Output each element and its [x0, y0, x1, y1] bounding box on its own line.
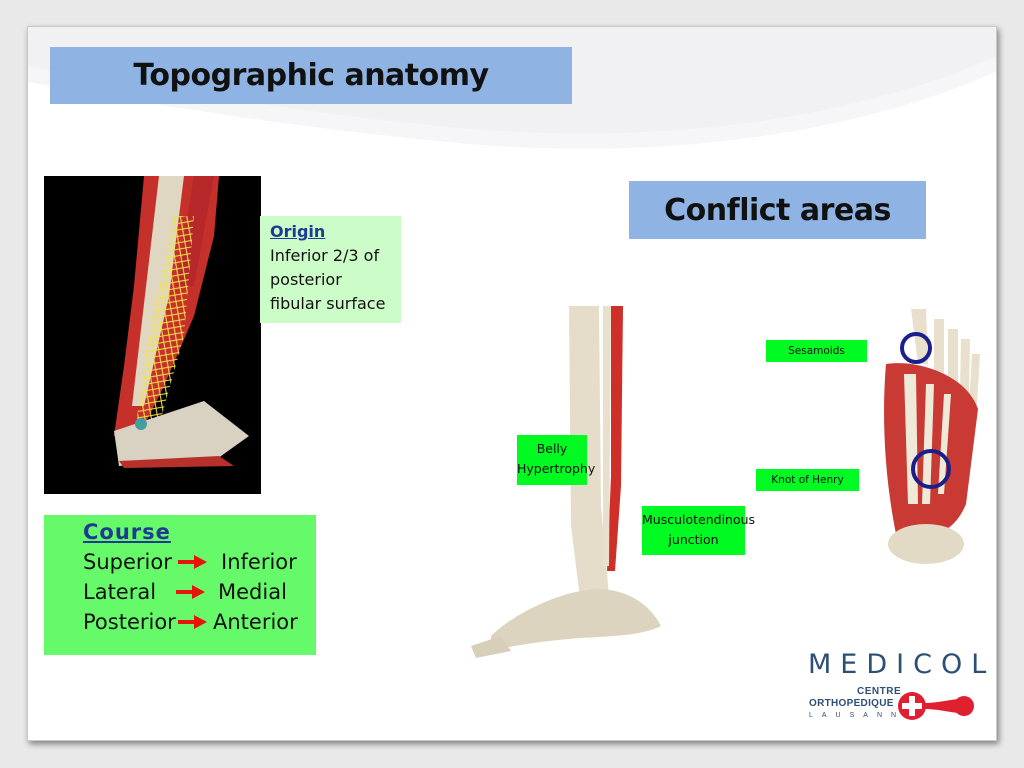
red-arrow-icon — [178, 555, 207, 569]
leg-muscle-image — [114, 176, 249, 468]
foot-plantar-image — [884, 309, 980, 564]
origin-line: fibular surface — [270, 294, 386, 313]
course-to: Medial — [218, 580, 287, 604]
sesamoids-label: Sesamoids — [766, 340, 867, 362]
course-heading: Course — [83, 520, 171, 544]
leg-origin-illustration — [44, 176, 261, 494]
course-row: Superior Inferior — [83, 547, 316, 577]
logo-line: CENTRE — [857, 686, 902, 697]
label-line: junction — [668, 532, 719, 547]
logo-line: ORTHOPEDIQUE — [809, 698, 894, 709]
logo-line: LAUSANNE — [809, 712, 919, 719]
page-title: Topographic anatomy — [133, 58, 489, 93]
label-line: Hypertrophy — [517, 461, 596, 476]
course-to: Anterior — [213, 610, 298, 634]
course-row: Lateral Medial — [83, 577, 316, 607]
red-arrow-icon — [178, 615, 207, 629]
conflict-areas-banner: Conflict areas — [629, 181, 926, 239]
course-note: Course Superior Inferior Lateral Medial … — [44, 515, 316, 655]
musculotendinous-junction-label: Musculotendinous junction — [642, 506, 756, 555]
medicol-logo: MEDICOL CENTRE ORTHOPEDIQUE LAUSANNE — [808, 649, 986, 729]
course-from: Superior — [83, 550, 172, 574]
course-from: Posterior — [83, 610, 176, 634]
origin-line: Inferior 2/3 of — [270, 246, 380, 265]
label-line: Belly — [536, 441, 568, 456]
origin-note: Origin Inferior 2/3 of posterior fibular… — [260, 216, 401, 323]
title-banner: Topographic anatomy — [50, 47, 572, 104]
course-from: Lateral — [83, 580, 157, 604]
origin-line: posterior — [270, 270, 342, 289]
logo-cross-icon — [898, 692, 974, 720]
sesamoids-highlight-circle — [900, 332, 932, 364]
belly-hypertrophy-label: Belly Hypertrophy — [517, 435, 596, 485]
knot-of-henry-highlight-circle — [911, 449, 951, 489]
origin-heading: Origin — [270, 222, 326, 241]
course-row: Posterior Anterior — [83, 607, 316, 637]
label-line: Musculotendinous — [642, 512, 756, 527]
red-arrow-icon — [176, 585, 205, 599]
logo-name: MEDICOL — [808, 649, 996, 680]
knot-of-henry-label: Knot of Henry — [756, 469, 859, 491]
course-to: Inferior — [221, 550, 297, 574]
slide: Topographic anatomy Origin Inferior 2/3 … — [27, 26, 997, 741]
conflict-areas-title: Conflict areas — [664, 192, 891, 228]
